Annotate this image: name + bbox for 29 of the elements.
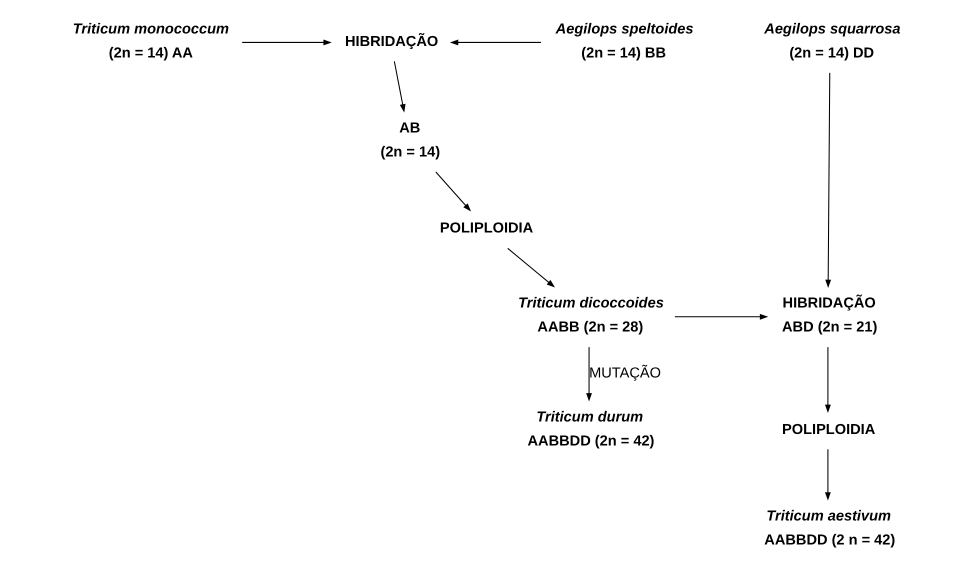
- node-text: HIBRIDAÇÃO: [782, 296, 876, 312]
- node-text: HIBRIDAÇÃO: [345, 34, 438, 50]
- edge-label: MUTAÇÃO: [589, 365, 661, 382]
- node-text: POLIPLOIDIA: [440, 220, 534, 236]
- arrow: [394, 61, 406, 113]
- arrow: [435, 172, 472, 212]
- node-text: POLIPLOIDIA: [782, 422, 876, 438]
- arrow: [242, 40, 332, 46]
- arrow: [507, 248, 555, 288]
- node-text: Aegilops squarrosa: [764, 21, 901, 38]
- node-label: AABBDD (2 n = 42): [764, 532, 896, 548]
- node-text: Triticum monococcum: [72, 21, 230, 38]
- node-text: Aegilops speltoides: [556, 21, 694, 38]
- arrow: [824, 449, 831, 501]
- node-label: AABB (2n = 28): [537, 320, 644, 336]
- node-text: Triticum dicoccoides: [518, 296, 664, 312]
- node-text: AB (2n = 14): [380, 120, 440, 160]
- node-text: Triticum durum: [536, 409, 644, 426]
- arrow: [825, 72, 832, 288]
- node-label: (2n = 14) DD: [789, 45, 874, 62]
- node-label: ABD (2n = 21): [782, 320, 878, 336]
- arrow: [450, 40, 541, 46]
- node-label: (2n = 14) BB: [581, 45, 666, 62]
- node-label: AABBDD (2n = 42): [528, 433, 654, 450]
- node-text: Triticum aestivum: [766, 508, 892, 524]
- arrow: [586, 347, 592, 402]
- node-label: (2n = 14) AA: [108, 45, 193, 62]
- arrow: [824, 347, 831, 414]
- arrow: [674, 314, 768, 320]
